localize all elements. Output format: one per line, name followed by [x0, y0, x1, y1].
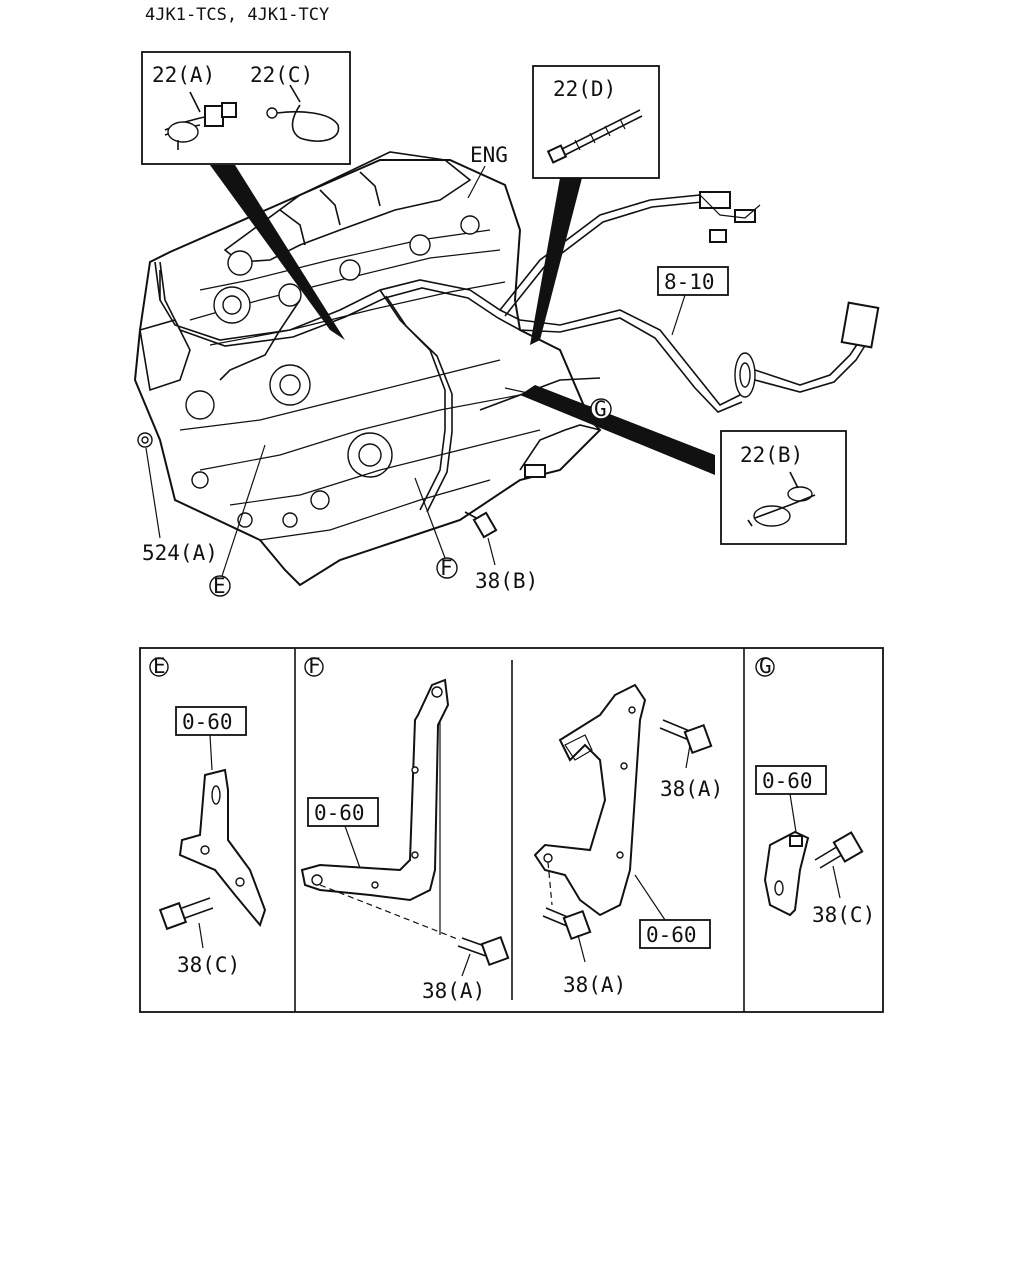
clip-22b-icon [747, 471, 816, 527]
panel-g-bracket-ref: 0-60 [762, 769, 813, 793]
bolt-38a-f-right-top-icon [659, 719, 713, 755]
callout-g: G [504, 387, 612, 421]
detail-panels [139, 647, 884, 1013]
clip-22c-icon [266, 84, 340, 142]
label-38b: 38(B) [475, 569, 538, 593]
bracket-f-right-icon [533, 683, 647, 917]
callout-e-letter: E [213, 574, 226, 598]
bracket-e-icon [178, 768, 267, 928]
detail-panel-f: F 0-60 38(A) [300, 654, 723, 1003]
panel-f-right-bolt-bottom-ref: 38(A) [563, 973, 626, 997]
inset-22d: 22(D) [532, 65, 660, 179]
panel-f-right-bolt-top-ref: 38(A) [660, 777, 723, 801]
panel-f-right-bracket-ref: 0-60 [646, 923, 697, 947]
panel-e-letter: E [153, 654, 166, 678]
label-524a: 524(A) [142, 541, 218, 565]
leader-wedge-22ac [210, 165, 345, 340]
inset-22a-22c: 22(A) 22(C) [141, 51, 351, 165]
model-title: 4JK1-TCS, 4JK1-TCY [145, 5, 329, 25]
label-22c: 22(C) [250, 63, 313, 87]
engine-illustration [133, 151, 880, 587]
panel-f-left-bolt-ref: 38(A) [422, 979, 485, 1003]
panel-e-bracket-ref: 0-60 [182, 710, 233, 734]
bracket-f-left-icon [300, 678, 450, 902]
eng-label: ENG [470, 143, 508, 167]
bolt-38c-e-icon [158, 897, 214, 931]
callout-f-letter: F [440, 556, 453, 580]
harness-ref-8-10: 8-10 [657, 266, 729, 336]
panel-e-bolt-ref: 38(C) [177, 953, 240, 977]
harness-label: 8-10 [664, 270, 715, 294]
leader-wedge-22b [520, 385, 715, 475]
panel-f-letter: F [308, 654, 321, 678]
leader-wedge-22d [530, 178, 582, 345]
detail-panel-e: E 0-60 38(C) [149, 654, 267, 977]
cable-tie-icon [546, 109, 643, 164]
bracket-g-icon [763, 830, 810, 917]
panel-g-letter: G [759, 654, 772, 678]
clip-22a-icon [164, 91, 237, 150]
callout-f: F [414, 477, 458, 580]
bolt-38c-g-icon [814, 831, 864, 869]
label-22d: 22(D) [553, 77, 616, 101]
callout-g-letter: G [594, 397, 607, 421]
panel-g-bolt-ref: 38(C) [812, 903, 875, 927]
callout-e: E [209, 444, 266, 598]
bolt-38a-f-left-icon [457, 935, 510, 967]
bolt-38a-f-right-bottom-icon [542, 907, 592, 941]
inset-22b: 22(B) [720, 430, 847, 545]
detail-panel-g: G 0-60 38(C) [755, 654, 875, 927]
panel-f-left-bracket-ref: 0-60 [314, 801, 365, 825]
label-22b: 22(B) [740, 443, 803, 467]
label-22a: 22(A) [152, 63, 215, 87]
